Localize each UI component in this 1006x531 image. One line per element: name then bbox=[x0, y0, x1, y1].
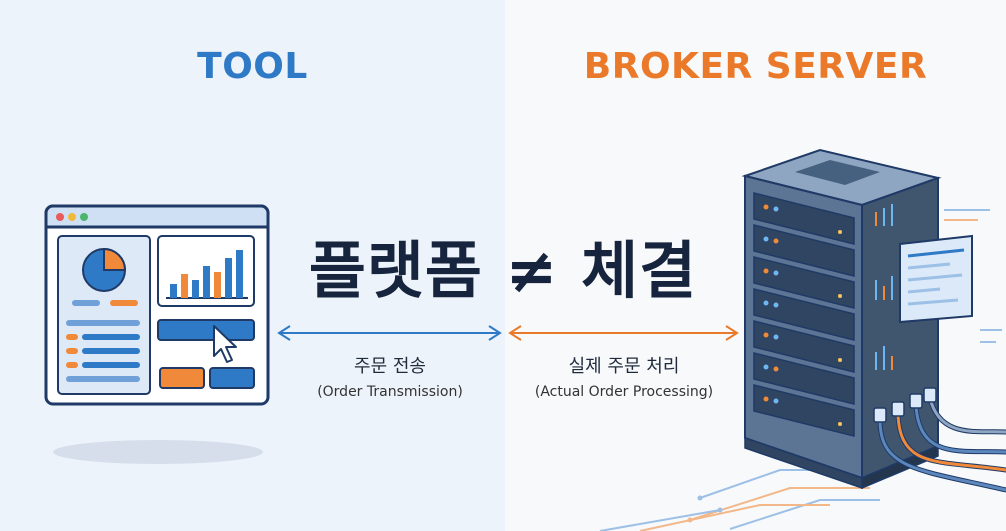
list-bullet bbox=[66, 348, 78, 354]
list-bar bbox=[66, 376, 140, 382]
window-min-dot bbox=[68, 213, 76, 221]
list-bullet bbox=[66, 334, 78, 340]
order-transmission-arrow bbox=[277, 325, 502, 341]
mouse-cursor-icon bbox=[213, 325, 237, 363]
code-lines bbox=[944, 209, 1002, 343]
data-panel-illustration bbox=[899, 234, 973, 324]
server-units bbox=[753, 192, 855, 437]
side-bar-graphics bbox=[875, 204, 893, 370]
window-shadow bbox=[53, 440, 263, 464]
window-close-dot bbox=[56, 213, 64, 221]
app-window-illustration bbox=[44, 204, 270, 406]
order-transmission-english: (Order Transmission) bbox=[317, 384, 463, 400]
list-bar bbox=[66, 320, 140, 326]
server-leds bbox=[763, 204, 842, 426]
blue-button-illustration bbox=[209, 367, 255, 389]
broker-server-heading: BROKER SERVER bbox=[583, 46, 928, 87]
center-title: 플랫폼 ≠ 체결 bbox=[308, 234, 698, 307]
bar-chart-icon bbox=[157, 235, 255, 307]
order-processing-label: 실제 주문 처리 (Actual Order Processing) bbox=[510, 352, 738, 400]
list-bar bbox=[82, 362, 140, 368]
tool-heading: TOOL bbox=[197, 46, 308, 87]
network-cables-illustration bbox=[873, 387, 1006, 493]
order-processing-korean: 실제 주문 처리 bbox=[568, 356, 680, 377]
window-max-dot bbox=[80, 213, 88, 221]
list-bullet bbox=[66, 362, 78, 368]
order-transmission-label: 주문 전송 (Order Transmission) bbox=[280, 352, 500, 400]
order-processing-english: (Actual Order Processing) bbox=[534, 384, 714, 400]
order-processing-arrow bbox=[508, 325, 739, 341]
list-bar bbox=[82, 348, 140, 354]
order-transmission-korean: 주문 전송 bbox=[354, 356, 426, 377]
server-rack-illustration bbox=[741, 148, 1002, 490]
orange-button-illustration bbox=[159, 367, 205, 389]
pie-chart-icon bbox=[82, 247, 127, 292]
list-bar bbox=[82, 334, 140, 340]
legend-bar bbox=[110, 300, 138, 306]
legend-bar bbox=[72, 300, 100, 306]
primary-button-illustration bbox=[157, 319, 255, 341]
